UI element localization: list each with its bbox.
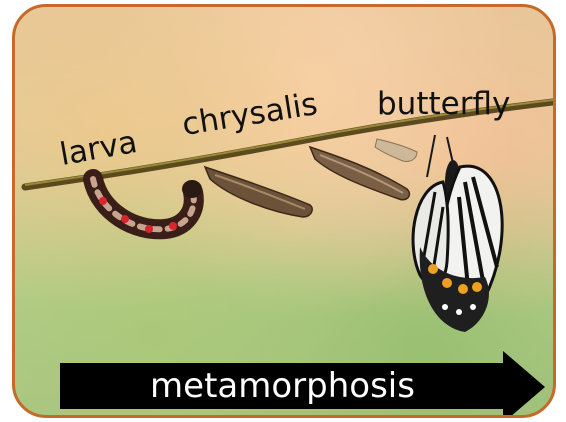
chrysalis-1 [205,167,312,217]
photo-card: larva chrysalis butterfly metamorphosis [12,4,556,418]
metamorphosis-label: metamorphosis [60,363,505,409]
photo-scene [15,7,553,415]
label-butterfly: butterfly [377,89,510,120]
caterpillar [93,179,202,233]
chrysalis-2 [310,139,417,200]
arrow-head-icon [503,351,545,418]
butterfly [413,135,502,332]
